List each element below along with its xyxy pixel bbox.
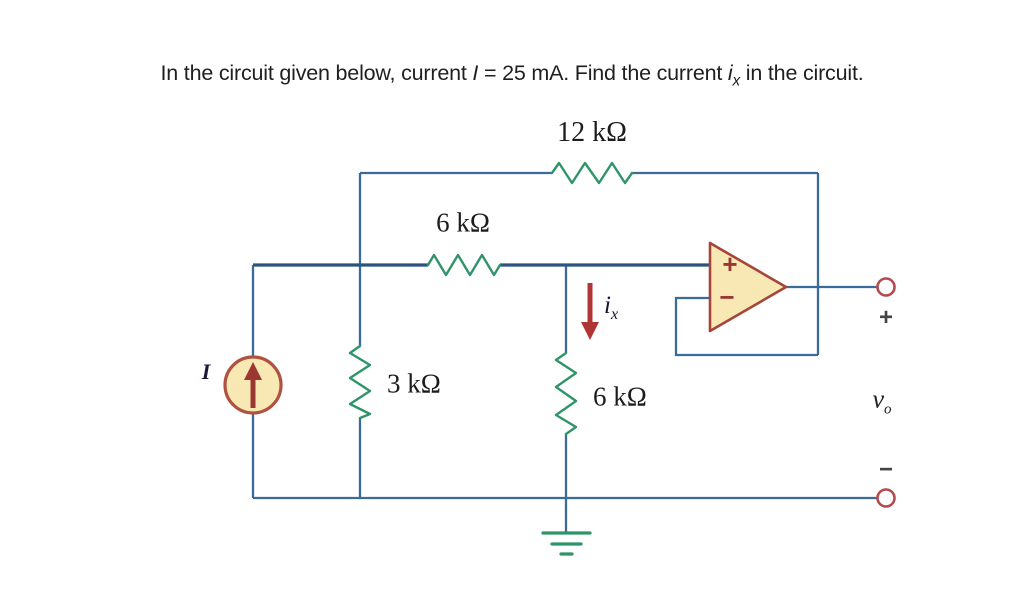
wires — [251, 171, 877, 533]
ground-icon — [541, 531, 592, 556]
resistor-6k-shunt-zigzag — [554, 351, 578, 436]
wire-top-feedback-loop — [360, 171, 820, 355]
label-resistor-3k: 3 kΩ — [387, 368, 441, 399]
terminal-plus-circle — [876, 277, 896, 297]
opamp-minus-sign: − — [719, 282, 735, 312]
current-variable-ix-sub: x — [732, 72, 741, 90]
label-vo-sub: o — [884, 401, 892, 418]
statement-text-3: in the circuit. — [740, 61, 864, 85]
terminal-minus-circle — [876, 488, 896, 508]
statement-text-1: In the circuit given below, current — [160, 61, 473, 85]
label-resistor-6k-shunt: 6 kΩ — [593, 381, 647, 412]
label-resistor-6k-series: 6 kΩ — [436, 207, 490, 238]
label-source-current: I — [201, 359, 211, 384]
output-plus-sign: + — [878, 304, 894, 331]
output-minus-sign: − — [878, 456, 894, 483]
opamp-triangle — [708, 241, 788, 333]
problem-statement: In the circuit given below, current I = … — [161, 61, 864, 90]
resistors — [348, 161, 634, 436]
label-ix-base: i — [604, 292, 611, 319]
current-source-symbol — [223, 355, 283, 415]
output-terminals — [876, 277, 896, 508]
resistor-12k-zigzag — [550, 161, 634, 185]
ix-arrow-head — [581, 322, 599, 340]
current-source-arrow-head — [244, 362, 262, 380]
resistor-6k-series-zigzag — [426, 253, 502, 277]
label-resistor-12k: 12 kΩ — [557, 117, 627, 148]
resistor-3k-zigzag — [348, 344, 372, 420]
statement-text-2: = 25 mA. Find the current — [478, 61, 728, 85]
label-vo-base: v — [872, 384, 885, 414]
label-ix: ix — [604, 293, 618, 323]
label-ix-sub: x — [610, 306, 619, 323]
opamp-plus-sign: + — [722, 249, 738, 279]
ix-arrow-icon — [581, 283, 599, 340]
current-variable-ix-base: i — [727, 61, 733, 85]
wire-opamp-minus-feedback — [674, 296, 818, 357]
label-vo: vo — [872, 386, 891, 417]
current-variable-I: I — [472, 61, 479, 85]
